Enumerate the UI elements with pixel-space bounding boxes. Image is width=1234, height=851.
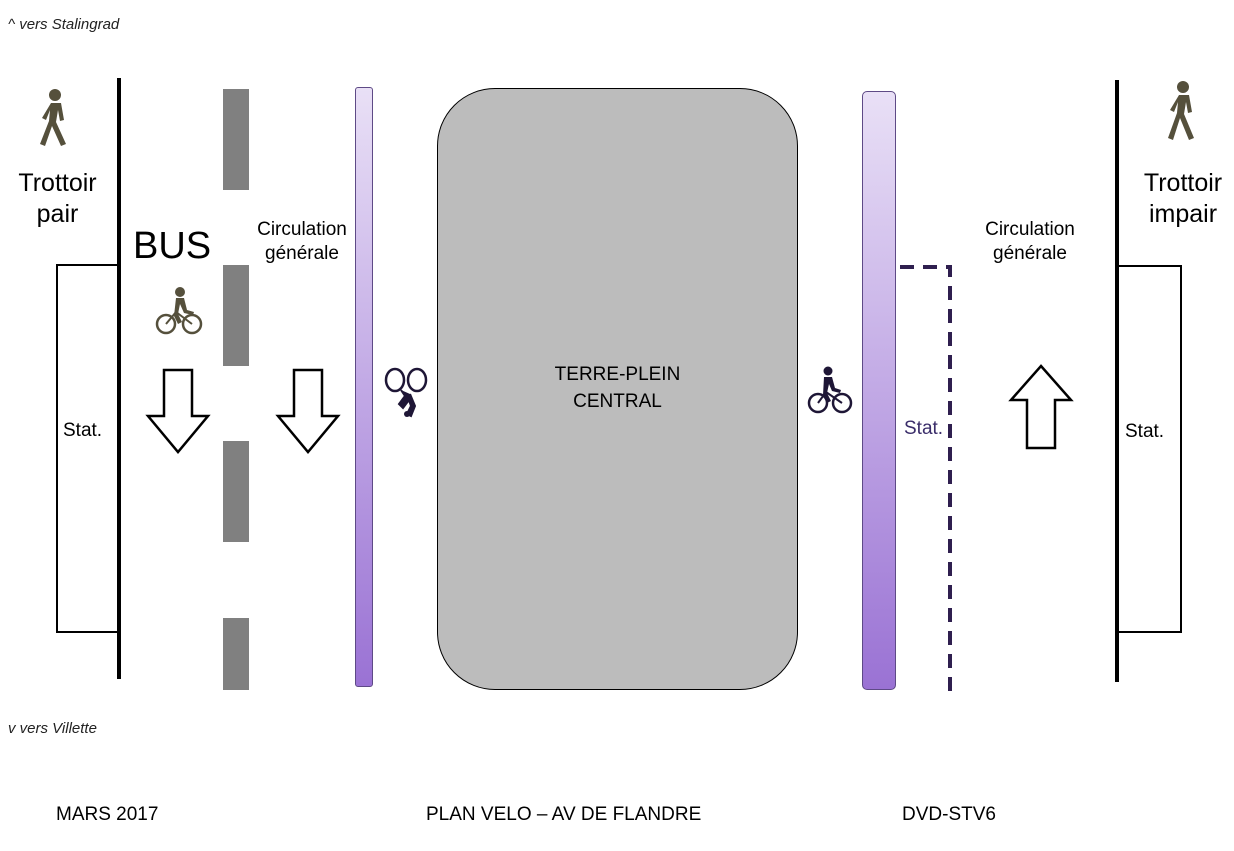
- parking-left-label: Stat.: [63, 420, 103, 441]
- arrow-down-icon: [275, 368, 341, 454]
- footer-date: MARS 2017: [56, 804, 159, 825]
- bicycle-icon: [383, 366, 429, 420]
- sidewalk-left-edge: [117, 78, 121, 679]
- bus-lane-label: BUS: [133, 225, 212, 267]
- lane-dash: [223, 441, 249, 542]
- lane-dash: [223, 618, 249, 690]
- bicycle-icon: [807, 366, 853, 416]
- footer-reference: DVD-STV6: [902, 804, 996, 825]
- parking-dashed-outline: [900, 265, 960, 701]
- traffic-right-label: Circulation générale: [985, 219, 1075, 264]
- median-label: TERRE-PLEIN CENTRAL: [554, 364, 681, 412]
- traffic-left-label: Circulation générale: [257, 219, 347, 264]
- footer-title: PLAN VELO – AV DE FLANDRE: [426, 804, 702, 825]
- cycle-lane-right: [862, 91, 896, 690]
- bicycle-icon: [154, 286, 204, 336]
- lane-dash: [223, 265, 249, 366]
- arrow-down-icon: [145, 368, 211, 454]
- sidewalk-right-edge: [1115, 80, 1119, 682]
- parking-right-label: Stat.: [1125, 421, 1165, 442]
- direction-north-label: ^ vers Stalingrad: [8, 16, 120, 33]
- sidewalk-right-label: Trottoir impair: [1143, 169, 1223, 229]
- direction-south-label: v vers Villette: [8, 720, 97, 737]
- arrow-up-icon: [1008, 364, 1074, 452]
- parking-stall-left: [56, 264, 119, 633]
- lane-dash: [223, 89, 249, 190]
- central-median: [437, 88, 798, 690]
- sidewalk-left-label: Trottoir pair: [18, 169, 97, 229]
- parking-stall-right: [1117, 265, 1182, 633]
- pedestrian-icon: [34, 88, 78, 148]
- parking-bike-side-label: Stat.: [904, 418, 944, 439]
- cycle-lane-left: [355, 87, 373, 687]
- pedestrian-icon: [1162, 80, 1206, 142]
